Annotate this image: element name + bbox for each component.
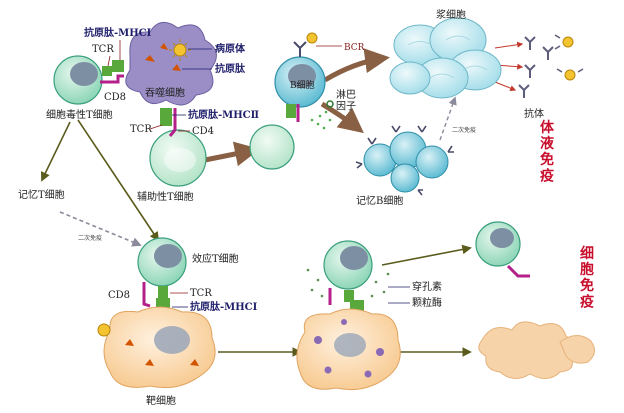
arrow-bcell-to-plasma: [323, 48, 390, 83]
label-mhc1-top: 抗原肽-MHCⅠ: [84, 26, 152, 39]
label-helper-t: 辅助性T细胞: [137, 190, 194, 203]
bcell-mhc2-receptor: [286, 104, 296, 118]
arrow-memoryb-to-plasma-dashed: [439, 96, 457, 141]
activated-helper-t-cell: [249, 124, 295, 170]
label-b-cell: B细胞: [290, 79, 315, 91]
label-memory-t: 记忆T细胞: [18, 188, 65, 201]
arrow-plasma-to-antibody-1: [494, 41, 524, 49]
tcr-receptor-top: [102, 66, 112, 76]
label-tcr-bottom: TCR: [190, 288, 212, 299]
cd8-receptor-bottom: [142, 282, 151, 308]
bcr-bound-pathogen-icon: [306, 32, 318, 44]
perforin-granzyme-dots: [306, 268, 390, 298]
arrow-memory-to-effector-dashed: [59, 211, 142, 247]
leader-tcr-top: [107, 55, 111, 67]
label-cd8-bottom: CD8: [108, 290, 130, 301]
b-cell: [274, 56, 326, 108]
effector-t-cell-attacking: [323, 240, 373, 290]
label-secondary-immune-1: 二次免疫: [452, 126, 476, 134]
lysing-target-cell: [296, 308, 401, 391]
antibody-group: [518, 36, 554, 98]
arrow-bcell-to-memoryb: [320, 101, 364, 134]
target-cell: [103, 306, 216, 389]
arrow-helper-to-bcell: [204, 141, 260, 167]
effector-t-cell: [137, 237, 187, 287]
phagocyte-cell: [125, 21, 217, 106]
plasma-cell-cluster: [389, 17, 502, 99]
label-lymphokine: 淋巴因子: [336, 88, 356, 113]
label-tcr-mid: TCR: [130, 124, 152, 135]
label-effector-t: 效应T细胞: [192, 252, 239, 265]
label-cd8-top: CD8: [104, 92, 126, 103]
arrow-cytotoxic-to-memory: [41, 121, 71, 182]
target-pathogen-icon: [97, 323, 111, 337]
arrow-effector-released: [381, 244, 472, 266]
label-cd4: CD4: [192, 126, 214, 137]
label-antigen-peptide: 抗原肽: [215, 62, 246, 75]
antibody-bound-pathogen-2: [556, 68, 584, 81]
label-bcr: BCR: [344, 43, 365, 53]
title-cellular-immunity: 细胞免疫: [579, 245, 594, 310]
released-effector-t-cell: [475, 221, 530, 278]
label-cytotoxic-t: 细胞毒性T细胞: [46, 108, 113, 121]
label-mhc2: 抗原肽-MHCⅡ: [188, 108, 259, 121]
label-pathogen: 病原体: [215, 42, 246, 55]
mhc2-receptor: [160, 108, 172, 126]
mhc1-receptor-top: [112, 60, 124, 72]
helper-t-cell: [149, 129, 207, 187]
label-memory-b: 记忆B细胞: [356, 194, 403, 207]
label-secondary-immune-2: 二次免疫: [78, 234, 102, 242]
antibody-bound-pathogen-1: [554, 34, 574, 50]
lymphokine-dots: [310, 110, 332, 130]
dead-cell-fragments: [478, 321, 595, 379]
title-humoral-immunity: 体液免疫: [540, 119, 555, 184]
cd8-receptor-top: [100, 74, 124, 84]
label-phagocyte: 吞噬细胞: [145, 86, 185, 99]
bcr-receptor-icon: [293, 41, 307, 57]
lymphokine-pointer: [326, 100, 334, 108]
label-target-cell: 靶细胞: [146, 394, 176, 407]
label-granzyme: 颗粒酶: [412, 296, 442, 309]
tcr-receptor-bottom: [158, 286, 168, 298]
attacking-tcr: [344, 290, 354, 302]
label-antibody: 抗体: [524, 107, 544, 120]
label-perforin: 穿孔素: [412, 280, 442, 293]
cytotoxic-t-cell: [53, 55, 103, 105]
memory-b-cell-cluster: [355, 125, 454, 196]
label-mhc1-bottom: 抗原肽-MHCⅠ: [190, 300, 258, 313]
label-plasma-cell: 浆细胞: [436, 8, 466, 21]
label-tcr-top: TCR: [92, 44, 114, 55]
leader-tcr-mid: [149, 124, 163, 130]
arrow-cytotoxic-to-effector: [77, 119, 160, 242]
pathogen-icon: [169, 39, 191, 61]
